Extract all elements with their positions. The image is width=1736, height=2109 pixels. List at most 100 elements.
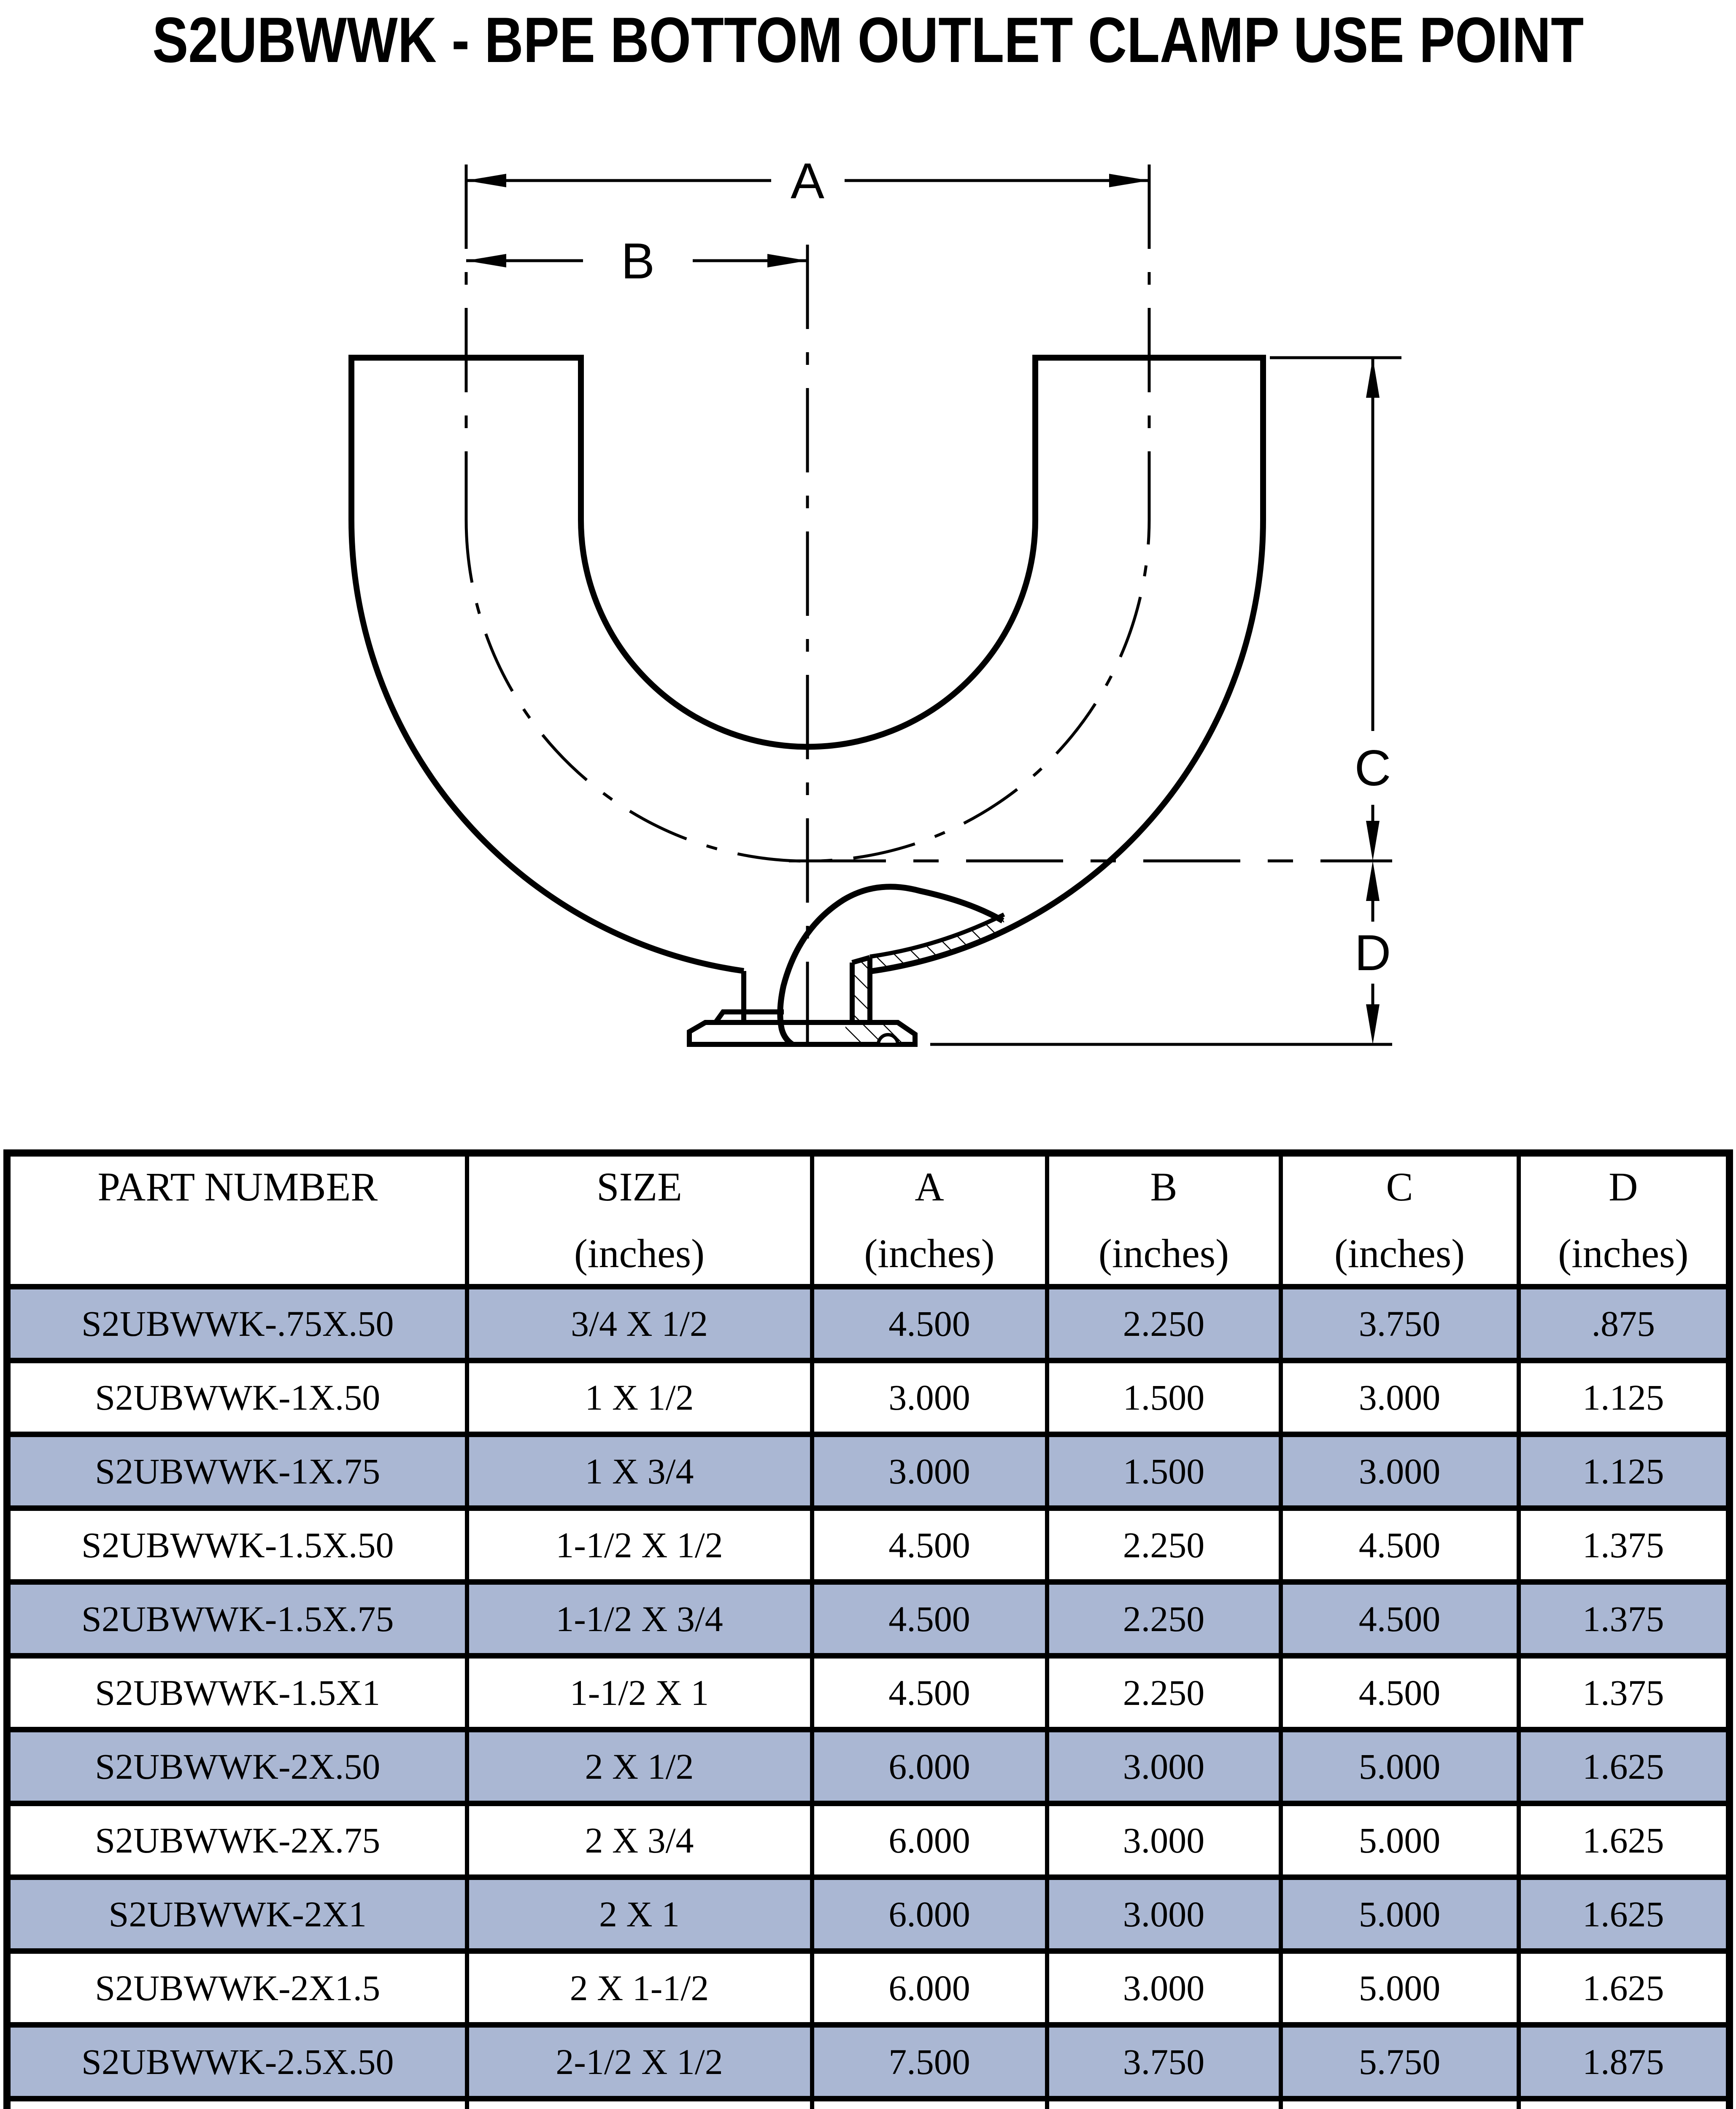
column-header-d: D(inches) bbox=[1516, 1150, 1732, 1289]
cell-b: 2.250 bbox=[1045, 1505, 1283, 1585]
table-row: S2UBWWK-2.5X.752-1/2 X 3/47.5003.7505.75… bbox=[5, 2096, 1732, 2109]
column-label: C bbox=[1386, 1164, 1413, 1209]
dim-d-label: D bbox=[1355, 925, 1391, 981]
cell-c: 5.000 bbox=[1278, 1874, 1521, 1954]
cell-part: S2UBWWK-1X.50 bbox=[5, 1358, 469, 1437]
dim-c-arrow-top bbox=[1366, 358, 1380, 398]
cell-size: 1-1/2 X 1 bbox=[464, 1653, 814, 1732]
cell-a: 6.000 bbox=[810, 1727, 1049, 1806]
cell-a: 4.500 bbox=[810, 1505, 1049, 1585]
cell-part: S2UBWWK-2X.50 bbox=[5, 1727, 469, 1806]
cell-b: 2.250 bbox=[1045, 1579, 1283, 1659]
cell-d: 1.375 bbox=[1516, 1653, 1732, 1732]
pipe-inner-wall-line bbox=[869, 912, 1005, 959]
cell-a: 6.000 bbox=[810, 1948, 1049, 2028]
dim-c-arrow-bottom bbox=[1366, 821, 1380, 861]
cell-d: 1.875 bbox=[1516, 2022, 1732, 2101]
page-title-text: S2UBWWK - BPE BOTTOM OUTLET CLAMP USE PO… bbox=[152, 4, 1584, 76]
cell-b: 3.000 bbox=[1045, 1948, 1283, 2028]
section-hatch-flange bbox=[845, 1022, 915, 1044]
cell-size: 2 X 1/2 bbox=[464, 1727, 814, 1806]
column-header-a: A(inches) bbox=[810, 1150, 1049, 1289]
cell-size: 2 X 1-1/2 bbox=[464, 1948, 814, 2028]
outer-bend-right bbox=[869, 519, 1266, 974]
cell-a: 3.000 bbox=[810, 1358, 1049, 1437]
cell-b: 2.250 bbox=[1045, 1284, 1283, 1363]
column-label: D bbox=[1609, 1164, 1638, 1209]
cell-c: 5.000 bbox=[1278, 1948, 1521, 2028]
section-hatch-pipe-wall bbox=[870, 914, 1004, 971]
cell-part: S2UBWWK-2X1.5 bbox=[5, 1948, 469, 2028]
cell-part: S2UBWWK-1X.75 bbox=[5, 1432, 469, 1511]
cell-b: 3.750 bbox=[1045, 2022, 1283, 2101]
bottom-outlet-ferrule bbox=[687, 884, 1005, 1047]
cell-a: 7.500 bbox=[810, 2096, 1049, 2109]
dim-a-arrow-left bbox=[466, 174, 506, 187]
cell-b: 1.500 bbox=[1045, 1432, 1283, 1511]
cell-part: S2UBWWK-.75X.50 bbox=[5, 1284, 469, 1363]
cell-size: 1 X 3/4 bbox=[464, 1432, 814, 1511]
cell-d: 1.375 bbox=[1516, 1505, 1732, 1585]
cell-a: 3.000 bbox=[810, 1432, 1049, 1511]
cell-c: 4.500 bbox=[1278, 1505, 1521, 1585]
technical-drawing: A B C D bbox=[348, 153, 1401, 1067]
dim-a-arrow-right bbox=[1109, 174, 1149, 187]
page-title: S2UBWWK - BPE BOTTOM OUTLET CLAMP USE PO… bbox=[0, 4, 1736, 76]
cell-size: 3/4 X 1/2 bbox=[464, 1284, 814, 1363]
inner-bend bbox=[578, 519, 1038, 750]
cell-c: 5.000 bbox=[1278, 1801, 1521, 1880]
u-bend-outline bbox=[348, 355, 1266, 974]
cell-a: 4.500 bbox=[810, 1653, 1049, 1732]
outlet-wall-right-top bbox=[851, 955, 871, 965]
column-unit-label: (inches) bbox=[1098, 1231, 1229, 1276]
cell-size: 2 X 3/4 bbox=[464, 1801, 814, 1880]
cell-c: 4.500 bbox=[1278, 1653, 1521, 1732]
cell-a: 4.500 bbox=[810, 1579, 1049, 1659]
cell-part: S2UBWWK-1.5X.75 bbox=[5, 1579, 469, 1659]
cell-a: 7.500 bbox=[810, 2022, 1049, 2101]
cell-d: 1.625 bbox=[1516, 1948, 1732, 2028]
bend-centerline-arc bbox=[464, 519, 1151, 863]
centerlines bbox=[464, 165, 1392, 1067]
ferrule-flange bbox=[687, 1020, 918, 1047]
cell-part: S2UBWWK-1.5X1 bbox=[5, 1653, 469, 1732]
cell-d: 1.625 bbox=[1516, 1801, 1732, 1880]
cell-size: 2 X 1 bbox=[464, 1874, 814, 1954]
cell-b: 2.250 bbox=[1045, 1653, 1283, 1732]
column-header-size: SIZE(inches) bbox=[464, 1150, 814, 1289]
cell-c: 5.000 bbox=[1278, 1727, 1521, 1806]
column-label: PART NUMBER bbox=[97, 1164, 378, 1209]
cell-d: .875 bbox=[1516, 1284, 1732, 1363]
cell-size: 1 X 1/2 bbox=[464, 1358, 814, 1437]
cell-c: 4.500 bbox=[1278, 1579, 1521, 1659]
dim-b-arrow-right bbox=[767, 254, 807, 267]
dimension-b: B bbox=[466, 233, 807, 289]
cell-c: 5.750 bbox=[1278, 2022, 1521, 2101]
cell-part: S2UBWWK-1.5X.50 bbox=[5, 1505, 469, 1585]
cell-b: 3.000 bbox=[1045, 1801, 1283, 1880]
cell-part: S2UBWWK-2.5X.75 bbox=[5, 2096, 469, 2109]
outlet-dome bbox=[777, 884, 1004, 1047]
left-leg bbox=[348, 355, 584, 520]
column-unit-label: (inches) bbox=[574, 1231, 705, 1276]
dimension-a: A bbox=[466, 153, 1149, 209]
column-header-c: C(inches) bbox=[1278, 1150, 1521, 1289]
outer-bend-left bbox=[348, 519, 744, 974]
dim-a-label: A bbox=[791, 153, 824, 209]
cell-a: 4.500 bbox=[810, 1284, 1049, 1363]
cell-c: 3.000 bbox=[1278, 1432, 1521, 1511]
column-unit-label: (inches) bbox=[864, 1231, 995, 1276]
cell-b: 3.750 bbox=[1045, 2096, 1283, 2109]
cell-d: 1.625 bbox=[1516, 1874, 1732, 1954]
cell-part: S2UBWWK-2X.75 bbox=[5, 1801, 469, 1880]
cell-part: S2UBWWK-2X1 bbox=[5, 1874, 469, 1954]
section-hatch-outlet-wall bbox=[852, 957, 870, 1022]
cell-d: 1.375 bbox=[1516, 1579, 1732, 1659]
